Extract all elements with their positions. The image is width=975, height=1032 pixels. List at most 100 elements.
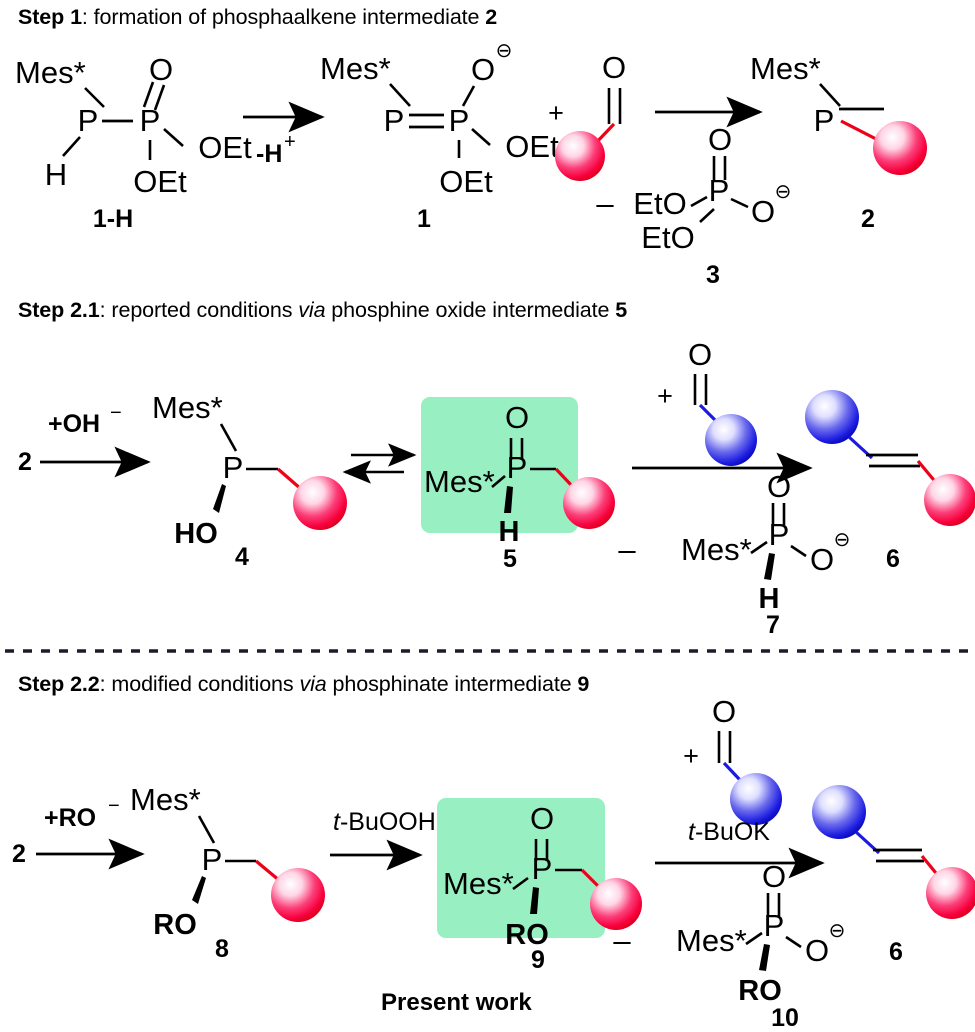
atom-mes-9: Mes*: [443, 866, 514, 901]
atom-OEt-lower-1: OEt: [439, 164, 493, 199]
step21-text-2: phosphine oxide intermediate: [325, 298, 616, 322]
compound-label-7: 7: [766, 611, 780, 639]
red-sphere-compound-5: [563, 477, 615, 529]
compound-9: O P Mes* RO 9: [443, 801, 642, 974]
compound-label-8: 8: [215, 935, 229, 963]
charge-minus-7: ⊖: [834, 529, 851, 551]
atom-P-8: P: [202, 842, 223, 877]
compound-label-1H: 1-H: [93, 205, 133, 233]
red-sphere-compound-4: [293, 476, 347, 530]
wedge-RO-10: [759, 944, 770, 971]
atom-O-1H: O: [149, 52, 173, 87]
compound-label-2: 2: [861, 205, 875, 233]
charge-minus-3: ⊖: [775, 181, 792, 203]
atom-P-4: P: [223, 450, 244, 485]
compound-label-4: 4: [235, 543, 249, 571]
step21-start-label: 2: [18, 448, 32, 476]
red-sphere-compound-2: [873, 121, 927, 175]
red-sphere-aldehyde-step1: [555, 131, 605, 181]
atom-mes-8: Mes*: [130, 782, 201, 817]
atom-P-9: P: [532, 851, 553, 886]
step22-cond-sup: −: [108, 795, 120, 817]
arrow-step21-hydroxide: +OH −: [40, 402, 151, 478]
step1-prefix: Step 1: [18, 5, 82, 29]
atom-EtO-upper-3: EtO: [633, 186, 686, 221]
atom-EtO-lower-3: EtO: [641, 220, 694, 255]
atom-O-anion-1: O: [471, 52, 495, 87]
plus-sign-step1: +: [548, 98, 564, 128]
atom-O-double-10: O: [762, 859, 786, 894]
compound-label-6-step21: 6: [886, 545, 900, 573]
atom-O-anion-10: O: [805, 933, 829, 968]
arrow-tbuok-italic: t: [688, 818, 696, 846]
step1-text: formation of phosphaalkene intermediate: [93, 5, 486, 29]
atom-O-anion-3: O: [751, 194, 775, 229]
wedge-RO-8: [192, 876, 206, 904]
step21-via: via: [298, 298, 326, 322]
compound-1-H: Mes* P H P O OEt OEt 1-H: [15, 52, 252, 233]
compound-6-step22: 6: [812, 785, 975, 966]
arrow-tbuooh-italic: t: [333, 808, 341, 836]
red-sphere-compound-6-step22: [926, 867, 975, 919]
step21-text-1: reported conditions: [111, 298, 299, 322]
compound-label-3: 3: [706, 261, 720, 289]
plus-sign-step21: +: [657, 381, 673, 411]
atom-P-right-1: P: [449, 103, 470, 138]
compound-label-9: 9: [531, 946, 545, 974]
atom-RO-9: RO: [505, 919, 549, 951]
step21-ref: 5: [615, 298, 628, 322]
blue-sphere-aldehyde-step21: [705, 414, 757, 466]
blue-sphere-compound-6-step22: [812, 785, 866, 839]
step21-header: Step 2.1: reported conditions via phosph…: [18, 298, 627, 323]
step22-text-2: phosphinate intermediate: [326, 672, 578, 696]
minus-sign-10: –: [613, 923, 631, 958]
atom-H-1H: H: [45, 157, 67, 192]
atom-P-left-1: P: [384, 103, 405, 138]
atom-O-aldehyde-step22: O: [712, 694, 736, 729]
minus-sign-7: –: [618, 532, 636, 567]
atom-P-right-1H: P: [140, 103, 161, 138]
atom-O-aldehyde-step1: O: [602, 50, 626, 85]
step21-sep: :: [99, 298, 112, 322]
step22-header: Step 2.2: modified conditions via phosph…: [18, 672, 589, 697]
red-sphere-compound-6-step21: [924, 474, 975, 526]
arrow1-label-sup: +: [284, 131, 296, 153]
step22-via: via: [299, 672, 327, 696]
compound-label-6-step22: 6: [889, 938, 903, 966]
atom-P-7: P: [769, 517, 790, 552]
step21-prefix: Step 2.1: [18, 298, 100, 322]
arrow-tbuooh-rest: -BuOOH: [340, 808, 436, 836]
step21-row: 2 +OH − Mes* P HO 4: [18, 337, 975, 639]
aldehyde-blue-step22: + O: [683, 694, 782, 825]
atom-OEt-lower-1H: OEt: [133, 164, 187, 199]
step22-sep: :: [99, 672, 112, 696]
step22-cond-label: +RO: [44, 804, 96, 832]
blue-sphere-aldehyde-step22: [730, 773, 782, 825]
atom-mes-10: Mes*: [676, 923, 747, 958]
red-sphere-compound-9: [590, 878, 642, 930]
atom-P-3: P: [709, 173, 730, 208]
compound-label-10: 10: [771, 1004, 799, 1032]
atom-mes-1: Mes*: [320, 51, 391, 86]
compound-10: – Mes* P O RO O ⊖ 10: [613, 859, 845, 1032]
highlight-box-compound-5: [421, 397, 578, 533]
arrow-tbuooh-label: t-BuOOH: [333, 808, 436, 836]
charge-minus-10: ⊖: [829, 920, 846, 942]
wedge-H-5: [504, 486, 513, 513]
present-work-annotation: Present work: [381, 989, 532, 1016]
red-sphere-compound-8: [271, 868, 325, 922]
step22-prefix: Step 2.2: [18, 672, 100, 696]
compound-1: Mes* P P O ⊖ OEt OEt 1: [320, 40, 559, 233]
arrow-step22-oxidation: t-BuOOH: [330, 808, 436, 871]
highlight-box-compound-9: [437, 798, 605, 938]
step1-ref: 2: [485, 5, 498, 29]
atom-H-7: H: [759, 583, 780, 615]
arrow-step22-alkoxide: +RO −: [36, 795, 145, 870]
atom-O-double-3: O: [708, 122, 732, 157]
atom-HO-4: HO: [174, 518, 218, 550]
atom-O-aldehyde-step21: O: [688, 337, 712, 372]
arrow1-label: -H: [256, 140, 282, 168]
charge-minus-1: ⊖: [496, 40, 513, 62]
compound-2: Mes* P 2: [750, 51, 927, 233]
